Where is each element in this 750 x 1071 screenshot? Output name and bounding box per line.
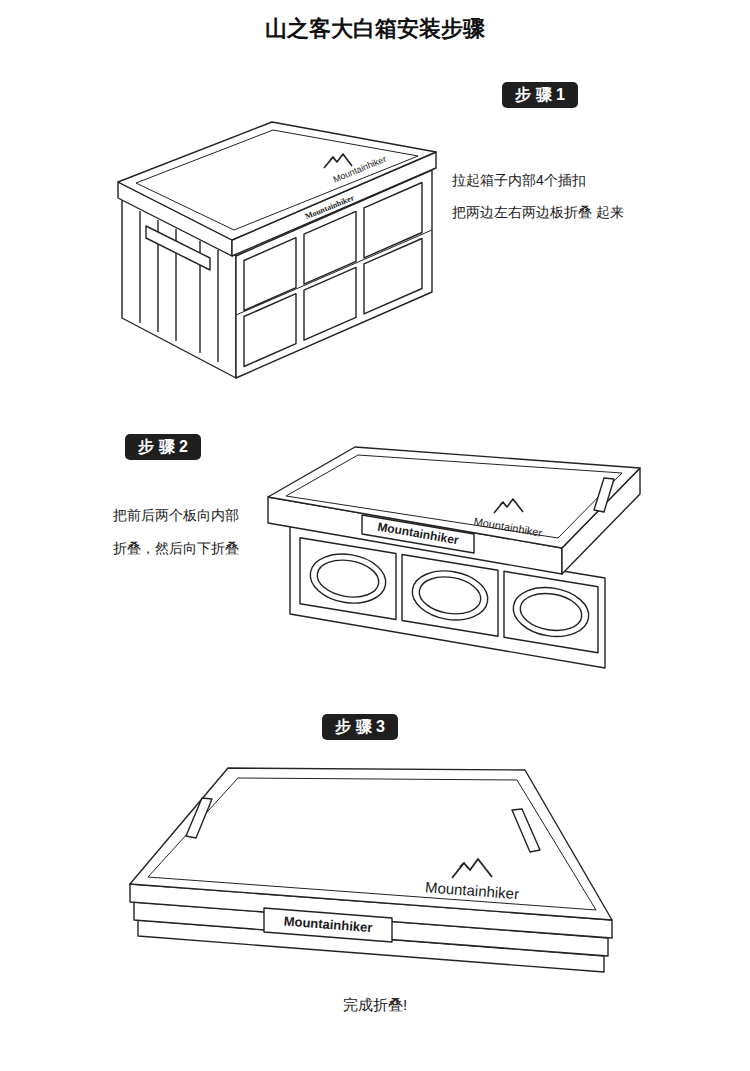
instruction-text: 把前后两个板向内部 折叠，然后向下折叠 xyxy=(113,499,273,565)
fold-line xyxy=(236,230,432,315)
step-badge: 步 骤 1 xyxy=(502,82,578,108)
oval-hole xyxy=(314,556,381,602)
page-title: 山之客大白箱安装步骤 xyxy=(0,14,750,44)
logo xyxy=(452,859,492,878)
completion-note: 完成折叠! xyxy=(343,996,407,1015)
handle-slot xyxy=(186,798,212,838)
open-box xyxy=(118,122,436,378)
label-plate xyxy=(362,515,474,553)
folded-box xyxy=(130,768,612,972)
rib xyxy=(217,250,218,362)
brand-name: Mountainhiker xyxy=(332,155,388,186)
panel xyxy=(304,267,356,340)
brand-name: Mountainhiker xyxy=(376,521,459,548)
compartment xyxy=(402,555,498,637)
rib xyxy=(139,211,140,323)
logo xyxy=(494,499,523,513)
brand-name: Mountainhiker xyxy=(473,515,543,539)
handle-slot xyxy=(512,809,540,852)
compartment xyxy=(504,571,598,653)
lid-lip xyxy=(136,130,418,230)
panel xyxy=(364,239,422,314)
lid-top xyxy=(118,122,436,240)
brand-name: Mountainhiker xyxy=(424,879,519,903)
brand-name: Mountainhiker xyxy=(283,915,373,936)
lid-top xyxy=(268,447,640,548)
brand-name: Mountainhiker xyxy=(304,194,355,222)
lid-lip xyxy=(286,455,622,538)
instruction-text: 拉起箱子内部4个插扣 把两边左右两边板折叠 起来 xyxy=(452,164,652,228)
label-plate xyxy=(264,908,392,942)
oval-hole xyxy=(517,589,584,635)
oval-hole xyxy=(416,573,483,619)
oval-hole xyxy=(510,582,593,642)
step-label: 步 骤 1 xyxy=(515,85,565,104)
logo xyxy=(324,154,352,168)
oval-hole xyxy=(409,566,492,626)
step-label: 步 骤 3 xyxy=(335,717,385,736)
oval-hole xyxy=(307,549,390,609)
step-badge: 步 骤 3 xyxy=(322,714,398,740)
lid-top xyxy=(130,768,612,920)
step-label: 步 骤 2 xyxy=(138,437,188,456)
handle-slot xyxy=(594,478,614,512)
half-folded-box xyxy=(268,447,640,668)
panel xyxy=(244,294,296,367)
compartment xyxy=(300,538,396,620)
step-badge: 步 骤 2 xyxy=(125,434,201,460)
lid-lip xyxy=(148,778,596,910)
